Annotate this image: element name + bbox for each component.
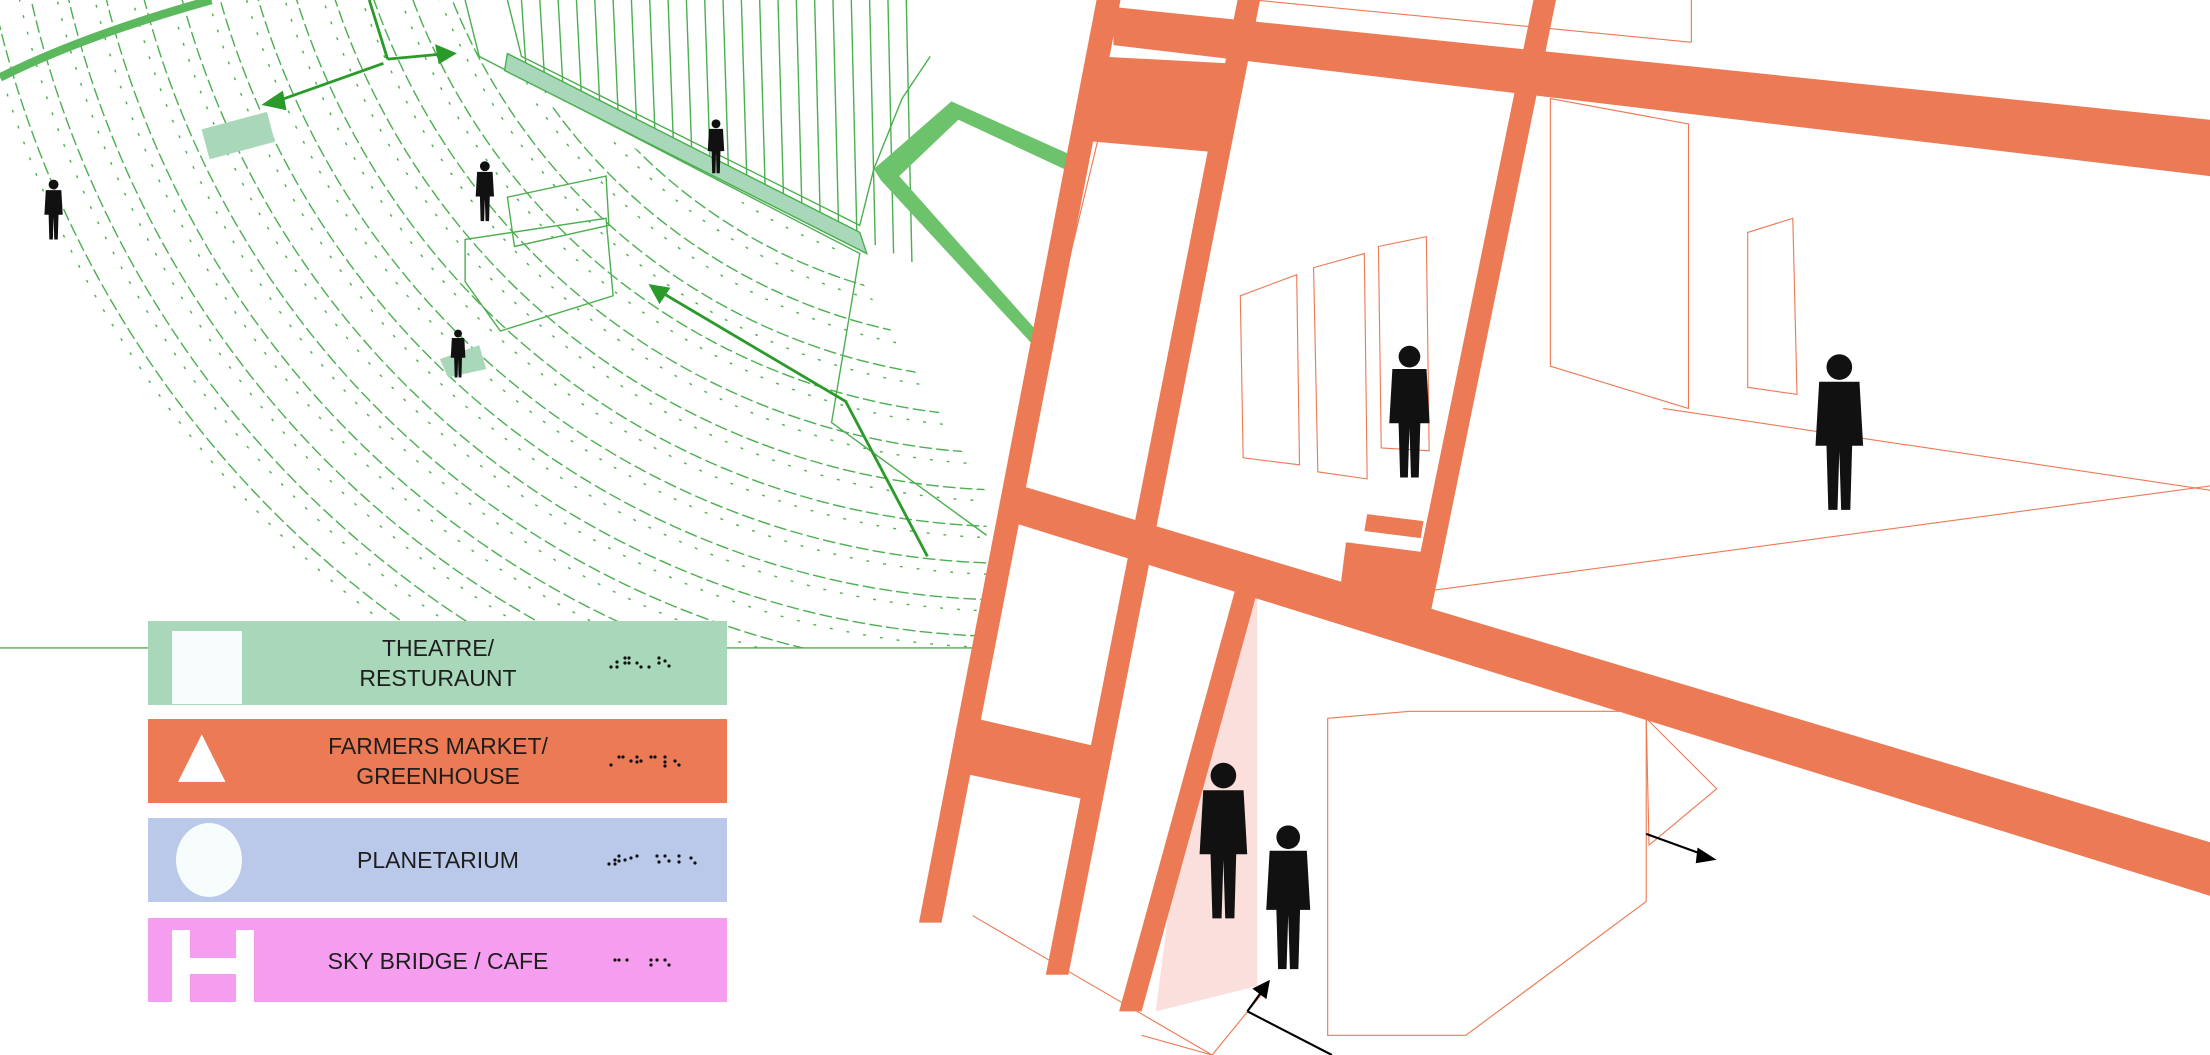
green-ledge [503, 52, 869, 255]
person-silhouette [1199, 762, 1248, 919]
legend-label: PLANETARIUM [357, 847, 519, 873]
person-silhouette [475, 161, 495, 222]
accessible-seat-zone [201, 111, 275, 160]
organ-pipe [813, 0, 821, 220]
organ-pipe [612, 0, 620, 127]
legend-label: FARMERS MARKET/ GREENHOUSE [328, 733, 548, 789]
legend-planetarium: PLANETARIUM [148, 818, 727, 902]
organ-pipe [630, 0, 638, 136]
braille-icon [609, 656, 671, 669]
legend-theatre-restaurant: THEATRE/ RESTURAUNT [148, 621, 727, 705]
person-silhouette [1389, 345, 1430, 478]
legend-farmers-market-greenhouse: FARMERS MARKET/ GREENHOUSE [148, 719, 727, 803]
organ-pipe [887, 0, 895, 254]
organ-pipe [850, 0, 858, 237]
person-silhouette [1266, 825, 1311, 970]
accessible-seat-zone [439, 345, 487, 378]
organ-pipe [795, 0, 803, 212]
organ-pipe [667, 0, 675, 153]
h-icon [172, 930, 254, 1002]
organ-pipe [594, 0, 602, 119]
organ-pipe [832, 0, 840, 229]
orange-beams [918, 0, 2210, 1012]
person-silhouette [450, 329, 466, 378]
organ-pipe [868, 0, 876, 246]
organ-pipe [649, 0, 657, 144]
braille-icon [613, 958, 671, 967]
organ-pipe [905, 0, 913, 263]
organ-pipe [722, 0, 730, 178]
braille-icon [609, 755, 681, 768]
organ-pipe [740, 0, 748, 186]
black-arrows [1246, 832, 1717, 1055]
organ-pipe [685, 0, 693, 161]
legend-label: SKY BRIDGE / CAFE [327, 948, 549, 974]
organ-pipe [758, 0, 767, 195]
square-icon [172, 631, 242, 704]
person-silhouette [707, 119, 725, 174]
legend-sky-bridge-cafe: SKY BRIDGE / CAFE [148, 918, 727, 1002]
green-curve [0, 0, 213, 82]
legend-label: THEATRE/ RESTURAUNT [359, 635, 517, 691]
organ-pipe [777, 0, 785, 203]
route-arrows [261, 0, 929, 558]
person-silhouette [1815, 354, 1864, 510]
triangle-icon [178, 734, 226, 782]
braille-icon [607, 854, 697, 866]
theatre-structure [0, 0, 988, 649]
person-silhouette [44, 179, 63, 240]
circle-icon [176, 823, 242, 897]
